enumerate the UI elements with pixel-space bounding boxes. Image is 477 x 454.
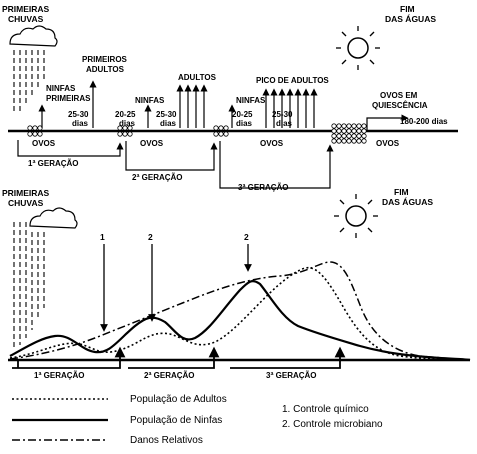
bottom-das-aguas-label: DAS ÁGUAS xyxy=(382,197,433,207)
legend-label-adultos: População de Adultos xyxy=(130,394,227,405)
curve-adult-population xyxy=(9,266,471,361)
legend-label-controle2: 2. Controle microbiano xyxy=(282,419,383,430)
control-2-label-a: 2 xyxy=(148,232,153,242)
label-dias-e: dias xyxy=(276,119,293,128)
egg-cluster-3 xyxy=(213,125,229,137)
label-ninfas-gen3: NINFAS xyxy=(236,96,266,105)
label-ovos-3: OVOS xyxy=(260,139,284,148)
label-ninfas-top: NINFAS xyxy=(46,84,76,93)
label-ovos-1: OVOS xyxy=(32,139,56,148)
sun-icon-bottom xyxy=(334,194,378,238)
label-ovos-em: OVOS EM xyxy=(380,91,418,100)
curve-relative-damage xyxy=(9,261,471,361)
label-quiescencia: QUIESCÊNCIA xyxy=(372,101,428,110)
rain-cloud-icon-bottom xyxy=(13,207,78,350)
label-bottom-gen1: 1ª GERAÇÃO xyxy=(34,371,85,380)
label-days-25-30-b: 25-30 xyxy=(156,110,177,119)
bracket-gen1 xyxy=(17,140,124,157)
egg-cluster-1 xyxy=(27,125,43,137)
label-dias-c: dias xyxy=(160,119,177,128)
top-primeiras-label-1: PRIMEIRAS xyxy=(2,4,50,14)
top-panel: PRIMEIRAS CHUVAS FIM DAS ÁGUAS xyxy=(2,4,458,192)
top-das-aguas-label: DAS ÁGUAS xyxy=(385,14,436,24)
arrow-quiescencia xyxy=(366,114,409,131)
bracket-gen2 xyxy=(125,141,218,171)
control-1-label: 1 xyxy=(100,232,105,242)
bottom-bracket-gen1 xyxy=(12,352,120,369)
label-adultos: ADULTOS xyxy=(178,73,217,82)
label-days-25-30-c: 25-30 xyxy=(272,110,293,119)
egg-cluster-2 xyxy=(117,125,133,137)
label-days-20-25-a: 20-25 xyxy=(115,110,136,119)
label-dias-d: dias xyxy=(236,119,253,128)
sun-icon xyxy=(336,26,380,70)
top-chuvas-label-2: CHUVAS xyxy=(8,14,44,24)
label-ninfas-gen2: NINFAS xyxy=(135,96,165,105)
legend-label-ninfas: População de Ninfas xyxy=(130,415,222,426)
top-fim-label: FIM xyxy=(400,4,415,14)
legend-label-danos: Danos Relativos xyxy=(130,435,203,446)
control-2-label-b: 2 xyxy=(244,232,249,242)
label-bottom-gen2: 2ª GERAÇÃO xyxy=(144,371,195,380)
label-days-20-25-b: 20-25 xyxy=(232,110,253,119)
label-dias-a: dias xyxy=(72,119,89,128)
label-days-25-30-a: 25-30 xyxy=(68,110,89,119)
label-ovos-2: OVOS xyxy=(140,139,164,148)
bottom-panel: PRIMEIRAS CHUVAS FIM DAS ÁGUAS 1 2 2 xyxy=(2,187,471,380)
legend: População de Adultos População de Ninfas… xyxy=(12,394,383,446)
label-pico-de-adultos: PICO DE ADULTOS xyxy=(256,76,329,85)
label-adultos-primeiros: ADULTOS xyxy=(86,65,125,74)
bottom-bracket-gen3 xyxy=(230,346,346,369)
label-top-gen1: 1ª GERAÇÃO xyxy=(28,159,79,168)
egg-cluster-4-large xyxy=(331,123,367,144)
label-dias-b: dias xyxy=(119,119,136,128)
bracket-gen3 xyxy=(219,141,334,189)
legend-label-controle1: 1. Controle químico xyxy=(282,404,369,415)
label-top-gen3: 3ª GERAÇÃO xyxy=(238,183,289,192)
bottom-bracket-gen2 xyxy=(128,346,220,369)
label-180-200-dias: 180-200 dias xyxy=(400,117,448,126)
label-bottom-gen3: 3ª GERAÇÃO xyxy=(266,371,317,380)
bottom-chuvas-label: CHUVAS xyxy=(8,198,44,208)
curve-nymph-population xyxy=(9,280,471,362)
label-ovos-4: OVOS xyxy=(376,139,400,148)
rain-cloud-icon xyxy=(9,25,58,112)
label-primeiros: PRIMEIROS xyxy=(82,55,128,64)
label-top-gen2: 2ª GERAÇÃO xyxy=(132,173,183,182)
bottom-primeiras-label: PRIMEIRAS xyxy=(2,188,50,198)
bottom-fim-label: FIM xyxy=(394,187,409,197)
label-primeiras: PRIMEIRAS xyxy=(46,94,91,103)
